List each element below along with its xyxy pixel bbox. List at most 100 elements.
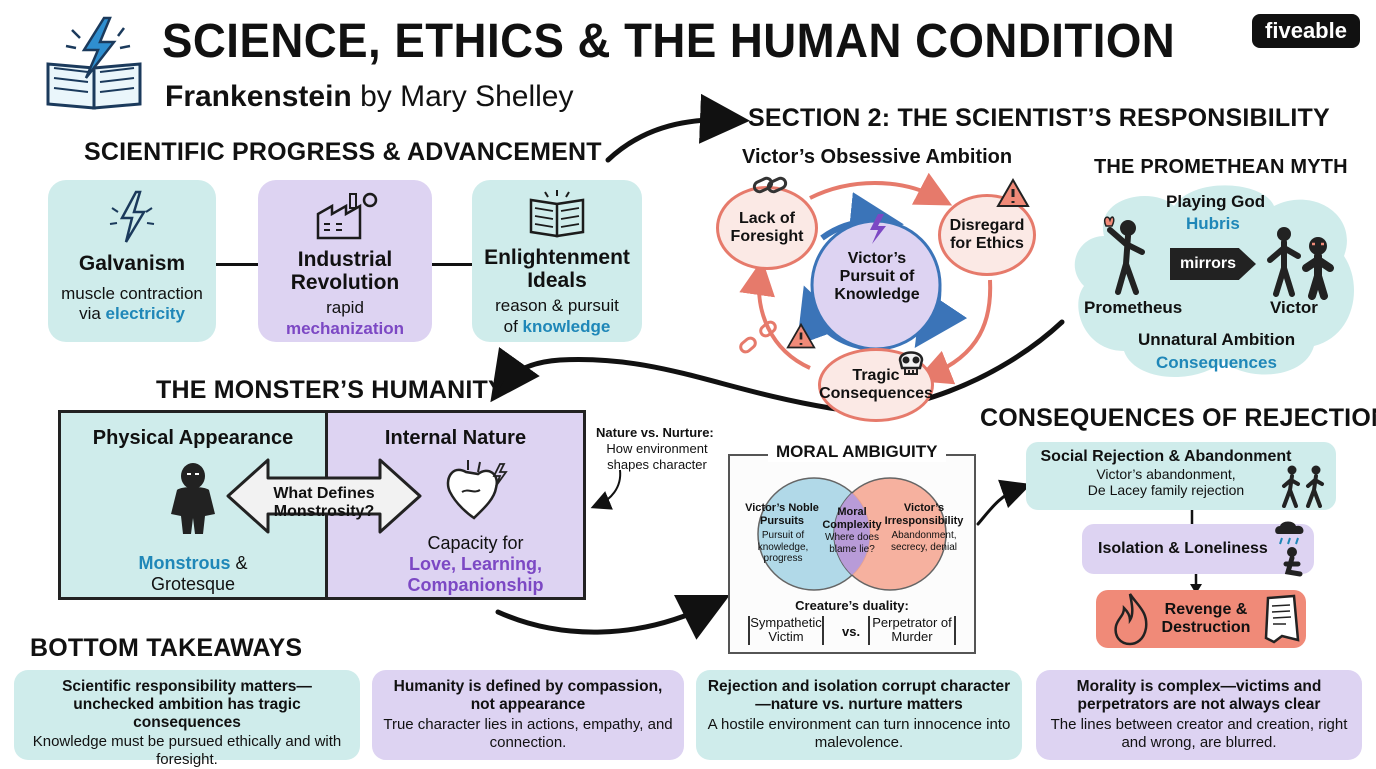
- arrow-ambiguity-to-rejection: [976, 479, 1032, 526]
- step-isolation-label: Isolation & Loneliness: [1098, 540, 1268, 557]
- physical-line1: Monstrous &: [138, 553, 248, 573]
- duality-label: Creature’s duality:: [795, 598, 909, 613]
- step-revenge-label: Revenge & Destruction: [1161, 600, 1251, 636]
- progress-heading: SCIENTIFIC PROGRESS & ADVANCEMENT: [84, 138, 602, 166]
- node-lack-of-foresight: Lack of Foresight: [716, 186, 818, 270]
- card-enlightenment: Enlightenment Ideals reason & pursuit of…: [472, 180, 642, 342]
- node-disregard-ethics: Disregard for Ethics: [938, 194, 1036, 276]
- brand-logo: fiveable: [1252, 14, 1360, 48]
- cycle-title: Victor’s Obsessive Ambition: [742, 146, 1013, 168]
- walking-people-icon: [1282, 465, 1324, 508]
- internal-line1: Capacity for: [427, 533, 524, 553]
- rain-cloud-sad-icon: [1275, 521, 1304, 577]
- card-industrial-line1: rapid: [326, 298, 364, 318]
- panel-physical: Physical Appearance Monstrous & Grotesqu…: [61, 413, 328, 597]
- arrow-progress-to-section2: [605, 93, 750, 163]
- broken-chain-icon: [739, 320, 777, 354]
- warning-icon: [786, 322, 816, 349]
- double-arrow-text: What Defines Monstrosity?: [273, 485, 375, 521]
- warning-icon: [996, 178, 1030, 207]
- nature-nurture-body: How environment shapes character: [606, 441, 708, 472]
- card-enlightenment-line1: reason & pursuit: [495, 296, 619, 316]
- internal-hl2: Companionship: [407, 575, 544, 595]
- open-book-icon: [529, 190, 585, 238]
- card-enlightenment-title: Enlightenment Ideals: [484, 246, 630, 292]
- takeaway-note: The lines between creator and creation, …: [1050, 715, 1348, 751]
- takeaways-heading: BOTTOM TAKEAWAYS: [30, 634, 303, 662]
- card-galvanism-title: Galvanism: [78, 252, 186, 275]
- cycle-center: Victor’s Pursuit of Knowledge: [834, 250, 920, 303]
- takeaway-bold: Morality is complex—victims and perpetra…: [1076, 678, 1322, 713]
- card-industrial-line2: mechanization: [285, 318, 405, 338]
- takeaway-bold: Scientific responsibility matters—unchec…: [62, 678, 312, 731]
- takeaway-card: Scientific responsibility matters—unchec…: [14, 670, 360, 768]
- venn-mid-body: Where does blame lie?: [825, 532, 879, 555]
- step-social-body2: De Lacey family rejection: [1087, 482, 1245, 498]
- lightning-icon: [109, 190, 155, 243]
- rejection-heading: CONSEQUENCES OF REJECTION: [980, 404, 1376, 432]
- myth-prometheus-label: Prometheus: [1084, 298, 1183, 317]
- venn-right-title: Victor’s Irresponsibility: [884, 502, 964, 527]
- card-industrial-title: Industrial Revolution: [290, 248, 400, 294]
- takeaway-card: Rejection and isolation corrupt characte…: [696, 670, 1022, 760]
- anatomical-heart-icon: [446, 460, 508, 520]
- venn-diagram: [757, 477, 947, 591]
- fire-icon: [1114, 593, 1148, 646]
- arrow-monster-to-ambiguity: [495, 595, 730, 640]
- takeaway-note: Knowledge must be pursued ethically and …: [32, 733, 342, 769]
- chain-link-icon: [752, 176, 788, 194]
- myth-playing-god: Playing God: [1166, 192, 1266, 211]
- takeaway-card: Morality is complex—victims and perpetra…: [1036, 670, 1362, 760]
- myth-unnatural: Unnatural Ambition: [1138, 330, 1296, 349]
- venn-right-body: Abandonment, secrecy, denial: [891, 530, 957, 553]
- rejection-step-isolation: Isolation & Loneliness: [1082, 524, 1314, 574]
- factory-icon: [316, 192, 378, 240]
- physical-title: Physical Appearance: [92, 427, 294, 449]
- book-author: by Mary Shelley: [351, 80, 574, 113]
- card-industrial: Industrial Revolution rapid mechanizatio…: [258, 180, 432, 342]
- step-social-body1: Victor’s abandonment,: [1096, 466, 1236, 482]
- internal-title: Internal Nature: [384, 427, 527, 449]
- card-galvanism-line1: muscle contraction: [61, 283, 203, 303]
- takeaway-note: A hostile environment can turn innocence…: [707, 715, 1011, 751]
- duality-vs: vs.: [842, 624, 861, 639]
- book-lightning-icon: [46, 16, 142, 110]
- venn-left-body: Pursuit of knowledge, progress: [757, 530, 809, 564]
- double-arrow: [226, 458, 422, 534]
- myth-victor-label: Victor: [1270, 298, 1318, 317]
- duality-victim: Sympathetic Victim: [748, 615, 824, 645]
- physical-line2: Grotesque: [150, 574, 236, 594]
- internal-hl1: Love, Learning,: [408, 554, 543, 574]
- arrow-section2-to-monster: [490, 319, 1065, 413]
- page-subtitle: Frankenstein by Mary Shelley: [165, 80, 573, 114]
- prometheus-figure-icon: [1103, 216, 1145, 295]
- myth-consequences: Consequences: [1156, 353, 1277, 372]
- venn-left-title: Victor’s Noble Pursuits: [745, 502, 819, 527]
- takeaway-card: Humanity is defined by compassion, not a…: [372, 670, 684, 760]
- monster-heading: THE MONSTER’S HUMANITY: [156, 376, 505, 404]
- arrow-note-to-monster: [590, 469, 622, 510]
- book-title: Frankenstein: [165, 80, 352, 113]
- card-galvanism: Galvanism muscle contraction via electri…: [48, 180, 216, 342]
- venn-mid-title: Moral Complexity: [822, 506, 882, 531]
- myth-heading: THE PROMETHEAN MYTH: [1094, 156, 1348, 178]
- takeaway-bold: Humanity is defined by compassion, not a…: [393, 678, 663, 713]
- takeaway-note: True character lies in actions, empathy,…: [383, 715, 673, 751]
- myth-hubris: Hubris: [1186, 214, 1240, 233]
- rejection-step-social: Social Rejection & Abandonment Victor’s …: [1026, 442, 1336, 510]
- page-title: SCIENCE, ETHICS & THE HUMAN CONDITION: [162, 15, 1176, 68]
- cycle-arrows: [739, 172, 993, 385]
- ambiguity-heading: MORAL AMBIGUITY: [768, 442, 946, 462]
- victor-figure-icon: [1267, 227, 1334, 300]
- card-enlightenment-line2: of knowledge: [503, 316, 611, 336]
- section2-heading: SECTION 2: THE SCIENTIST’S RESPONSIBILIT…: [748, 104, 1330, 132]
- monster-figure-icon: [171, 463, 215, 534]
- takeaway-bold: Rejection and isolation corrupt characte…: [707, 678, 1011, 713]
- mirrors-arrow: mirrors: [1170, 248, 1256, 280]
- card-galvanism-line2: via electricity: [79, 304, 185, 324]
- skull-icon: [898, 351, 924, 375]
- step-social-title: Social Rejection & Abandonment: [1040, 448, 1292, 465]
- brand-text: fiveable: [1265, 18, 1347, 43]
- duality-perpetrator: Perpetrator of Murder: [868, 615, 956, 645]
